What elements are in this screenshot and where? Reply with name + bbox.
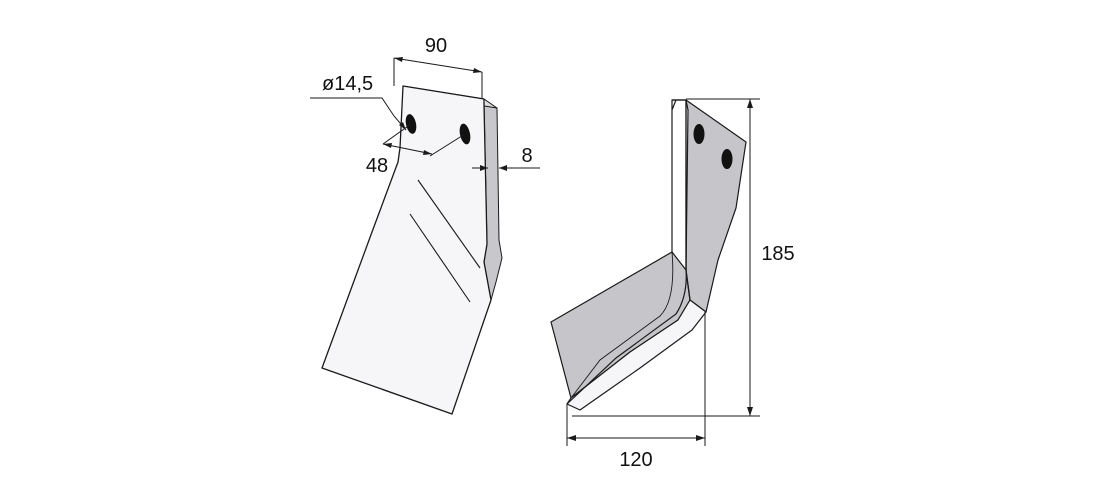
dimension-base-width: 120 [566,312,706,471]
dimension-label-hole-diameter: ø14,5 [322,73,373,95]
blade-side-edge-outline-outer [570,106,674,399]
hole-icon [693,124,705,144]
hole-icon [721,149,733,169]
dimension-label-48: 48 [366,155,388,177]
blade-side-view [550,99,747,411]
dimension-width-top: 90 [393,35,483,99]
blade-front-view [321,85,503,415]
dimension-label-120: 120 [619,449,652,471]
blade-front-hatch-1 [417,179,481,269]
dimension-thickness: 8 [472,145,540,171]
blade-side-edge-outline [566,99,687,405]
dimension-height: 185 [572,98,795,417]
dimension-label-90: 90 [425,35,447,57]
dimension-hole-diameter: ø14,5 [310,73,407,131]
dimension-label-185: 185 [761,243,794,265]
blade-front-hatch-2 [409,213,471,303]
dimension-hole-spacing: 48 [366,123,466,177]
dimension-label-8: 8 [521,145,532,167]
blade-front-face [321,85,492,415]
